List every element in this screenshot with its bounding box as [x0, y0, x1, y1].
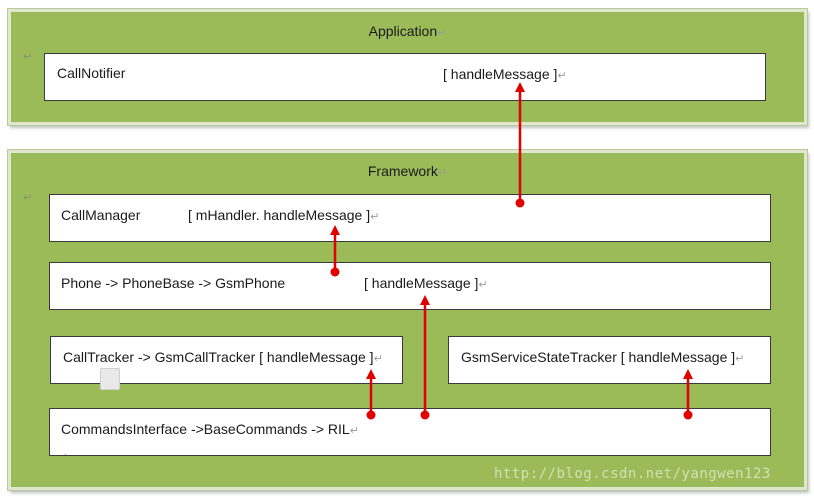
service-state-tracker-box: GsmServiceStateTracker [ handleMessage ]… — [448, 336, 771, 384]
paragraph-mark-icon: ↵ — [23, 51, 33, 63]
call-manager-box: CallManager [ mHandler. handleMessage ]↵ — [49, 194, 771, 242]
paragraph-mark-icon: ↵ — [437, 167, 448, 179]
paragraph-mark-icon: ↵ — [478, 279, 488, 291]
call-manager-handle-message-label: [ mHandler. handleMessage ]↵ — [188, 207, 380, 223]
paragraph-mark-icon: ↵ — [370, 211, 380, 223]
paste-options-icon — [100, 368, 120, 390]
service-state-tracker-label: GsmServiceStateTracker [ handleMessage ]… — [461, 349, 745, 365]
paragraph-mark-icon: ↵ — [23, 192, 33, 204]
phone-handle-message-label: [ handleMessage ]↵ — [364, 275, 488, 291]
call-tracker-label: CallTracker -> GsmCallTracker [ handleMe… — [63, 349, 383, 365]
call-notifier-handle-message-label: [ handleMessage ]↵ — [443, 66, 567, 82]
call-manager-label: CallManager — [61, 207, 141, 223]
watermark-url: http://blog.csdn.net/yangwen123 — [494, 466, 771, 482]
phone-box: Phone -> PhoneBase -> GsmPhone [ handleM… — [49, 262, 771, 310]
call-notifier-box: CallNotifier [ handleMessage ]↵ — [44, 53, 766, 101]
paragraph-mark-icon: ↵ — [373, 353, 383, 365]
cursor-dot-mark: . — [64, 447, 67, 457]
paragraph-mark-icon: ↵ — [557, 70, 567, 82]
paragraph-mark-icon: ↵ — [437, 27, 447, 39]
call-tracker-box: CallTracker -> GsmCallTracker [ handleMe… — [50, 336, 403, 384]
call-notifier-label: CallNotifier — [57, 65, 126, 81]
application-layer-title: Application↵ — [368, 23, 447, 39]
commands-interface-box: CommandsInterface ->BaseCommands -> RIL↵ — [49, 408, 771, 456]
commands-interface-label: CommandsInterface ->BaseCommands -> RIL↵ — [61, 421, 359, 437]
framework-layer-title: Framework↵ — [367, 163, 448, 179]
phone-label: Phone -> PhoneBase -> GsmPhone — [61, 275, 286, 291]
paragraph-mark-icon: ↵ — [735, 353, 745, 365]
paragraph-mark-icon: ↵ — [349, 425, 359, 437]
